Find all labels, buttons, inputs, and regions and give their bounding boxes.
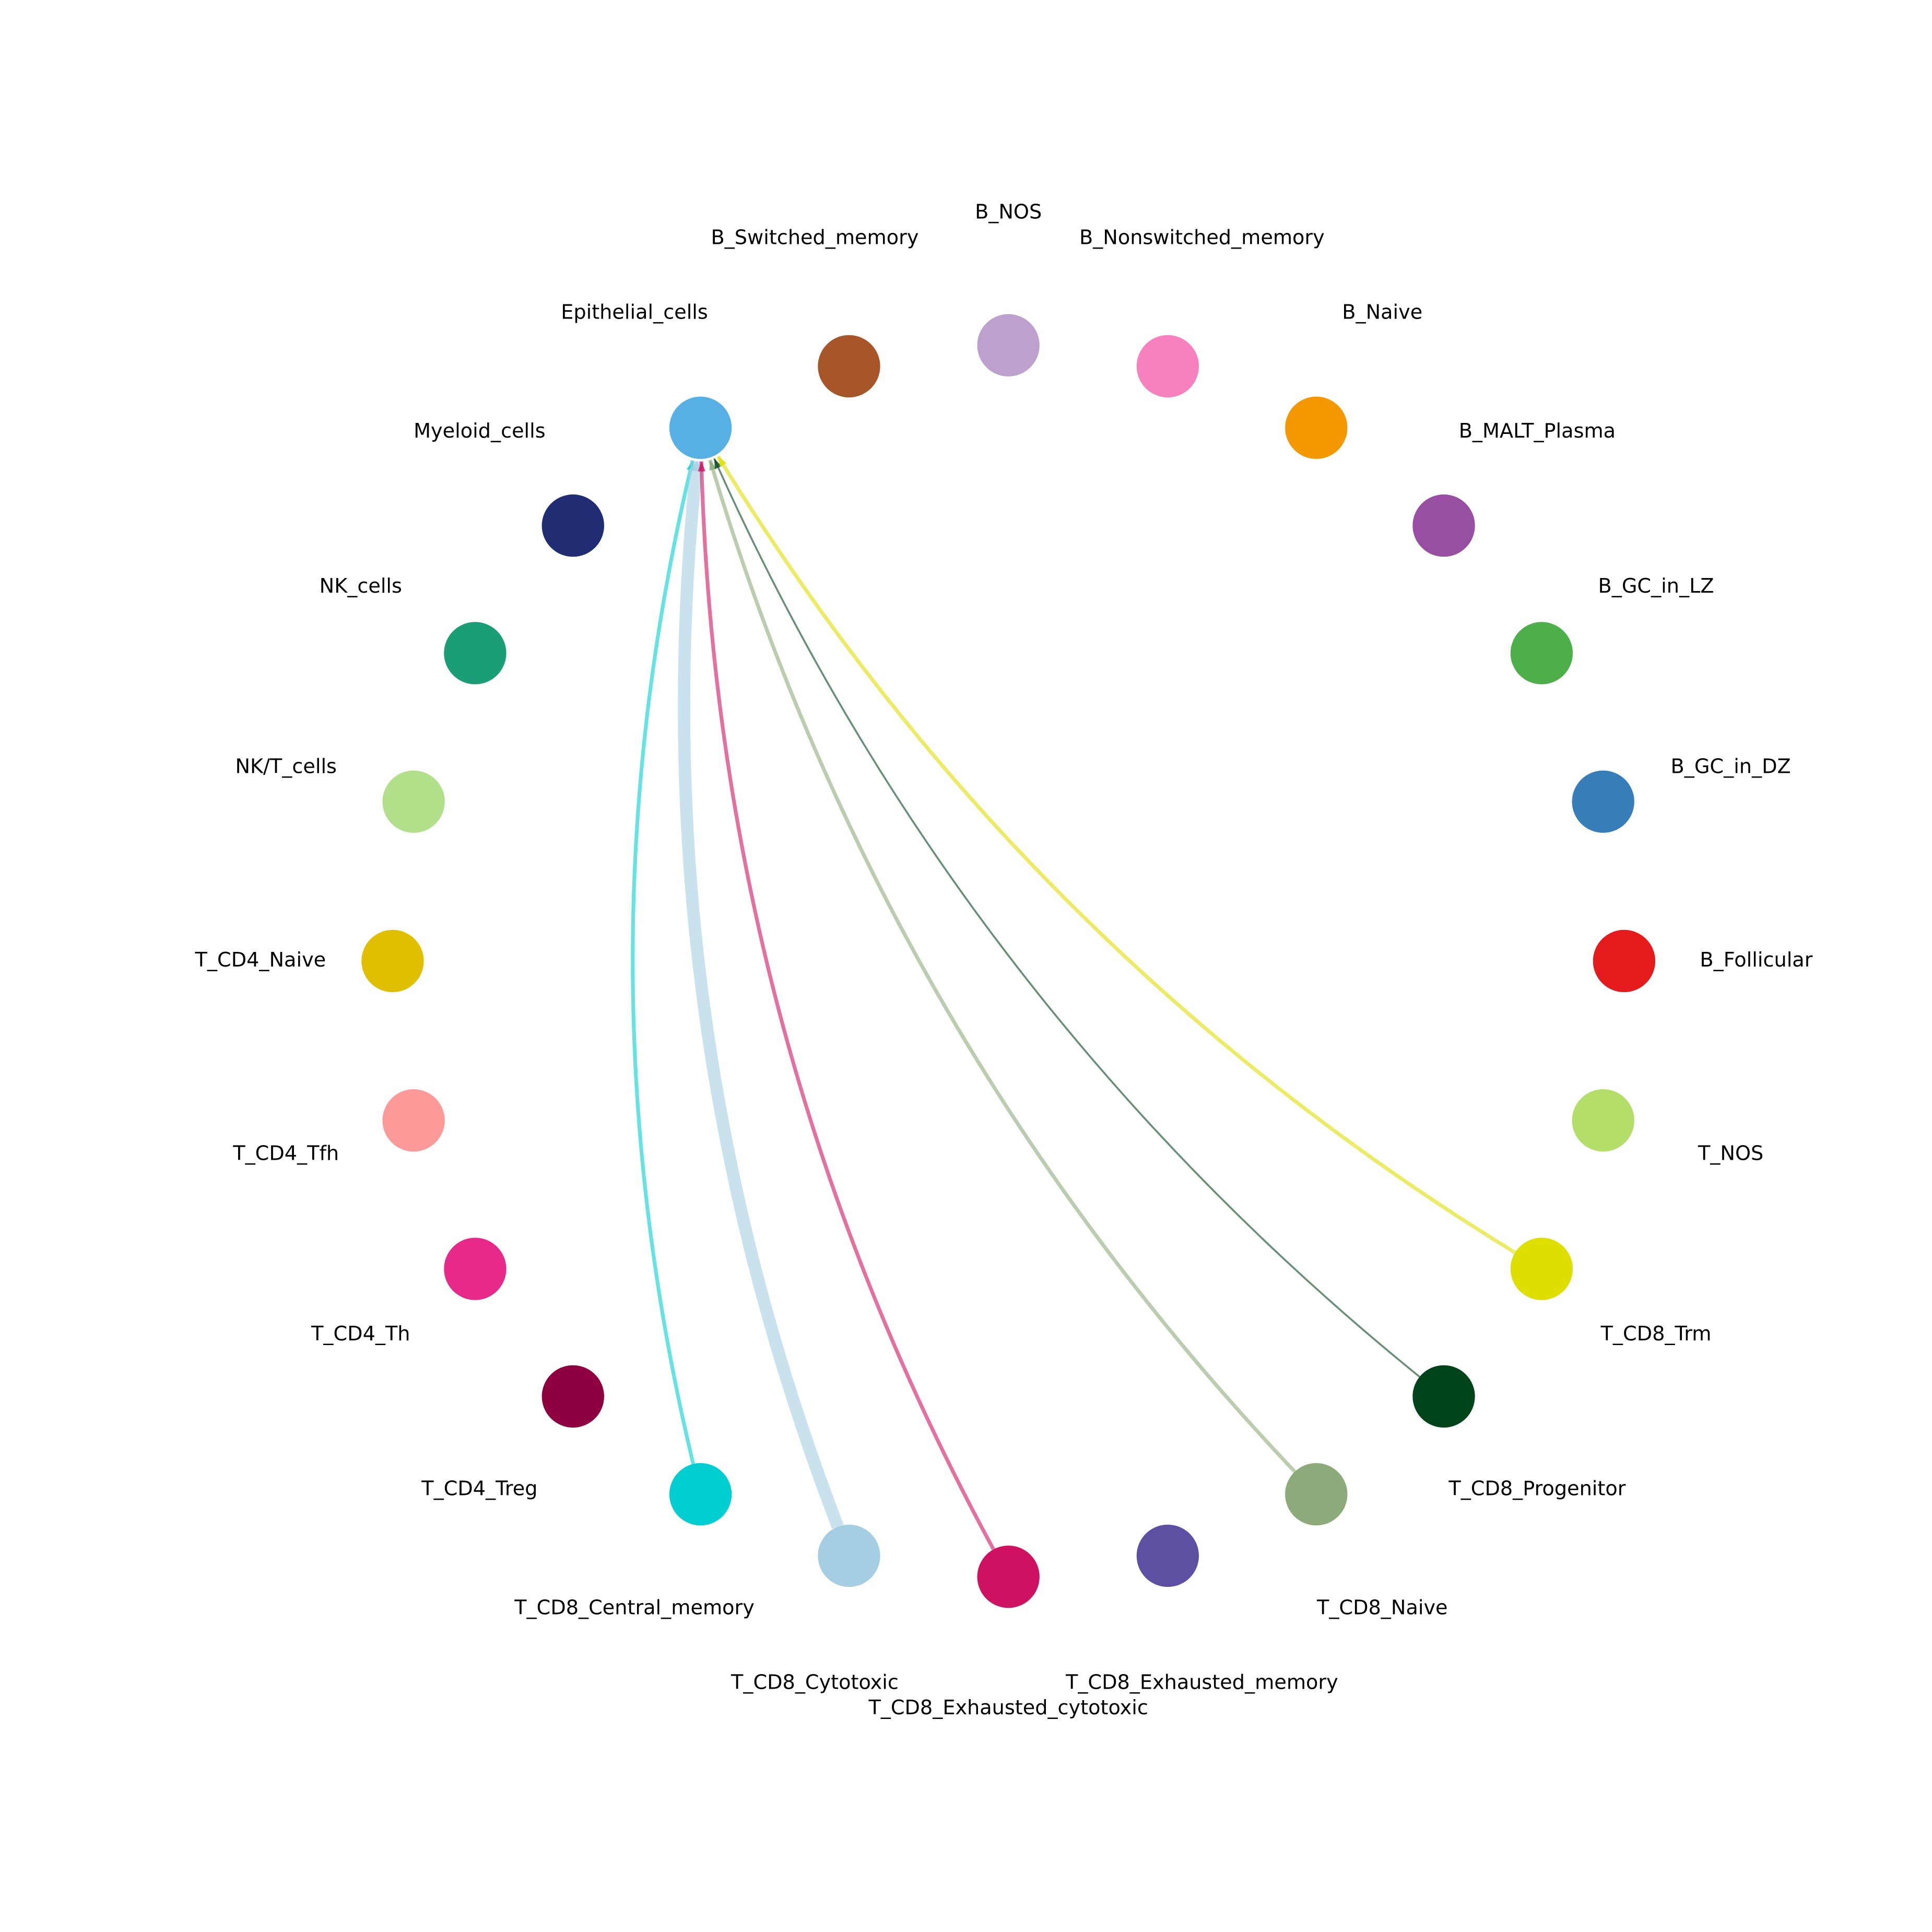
arrowhead-t-cd8-progenitor (714, 458, 722, 469)
node-label: NK_cells (320, 575, 402, 598)
node-label: T_CD4_Naive (195, 949, 326, 972)
node-label: T_CD8_Exhausted_cytotoxic (868, 1697, 1148, 1719)
node-b-follicular[interactable] (1593, 929, 1656, 993)
node-label: B_Naive (1342, 301, 1422, 324)
labels-layer: B_Follicular B_GC_in_DZ B_GC_in_LZ B_MALT_P… (195, 201, 1813, 1720)
node-myeloid-cells[interactable] (541, 494, 605, 557)
node-label: T_NOS (1698, 1142, 1763, 1165)
node-t-cd8-progenitor[interactable] (1412, 1365, 1475, 1428)
node-t-cd8-exhausted-memory[interactable] (1136, 1524, 1199, 1587)
node-t-cd4-naive[interactable] (361, 929, 424, 993)
arrowhead-t-cd8-naive (709, 460, 717, 471)
arrowhead-t-cd8-trm (718, 456, 727, 467)
node-b-gc-in-dz[interactable] (1572, 770, 1634, 833)
node-label: B_GC_in_DZ (1671, 755, 1791, 778)
node-label: B_GC_in_LZ (1598, 575, 1714, 598)
node-b-naive[interactable] (1285, 396, 1348, 459)
node-label: T_CD4_Tfh (232, 1142, 339, 1165)
node-label: Epithelial_cells (561, 301, 708, 324)
node-t-cd4-th[interactable] (444, 1238, 506, 1300)
node-b-malt-plasma[interactable] (1412, 494, 1475, 557)
node-label: T_CD8_Exhausted_memory (1065, 1671, 1338, 1694)
node-t-nos[interactable] (1572, 1089, 1634, 1152)
node-label: B_NOS (975, 201, 1042, 224)
node-label: NK/T_cells (235, 755, 336, 778)
edge-t-cd8-exhausted-cytotoxic-to-epithelial-cells (699, 461, 995, 1550)
edge-t-cd8-central-memory-to-epithelial-cells (631, 460, 696, 1465)
node-t-cd8-exhausted-cytotoxic[interactable] (977, 1546, 1040, 1608)
node-b-nos[interactable] (977, 314, 1040, 376)
node-label: B_Nonswitched_memory (1079, 226, 1325, 249)
node-label: B_Switched_memory (711, 226, 918, 249)
node-t-cd8-naive[interactable] (1285, 1463, 1348, 1526)
node-b-nonswitched-memory[interactable] (1136, 335, 1199, 398)
edge-t-cd8-naive-to-epithelial-cells (708, 459, 1297, 1473)
node-label: Myeloid_cells (414, 420, 546, 443)
arrowhead-t-cd8-exhausted-cytotoxic (698, 461, 705, 472)
edge-t-cd8-trm-to-epithelial-cells (716, 455, 1516, 1254)
node-label: B_MALT_Plasma (1459, 420, 1616, 443)
node-b-switched-memory[interactable] (818, 335, 880, 398)
nodes-layer (361, 314, 1656, 1608)
node-b-gc-in-lz[interactable] (1510, 622, 1573, 685)
edges-layer (631, 455, 1516, 1550)
node-label: T_CD8_Progenitor (1448, 1478, 1625, 1501)
node-nk-t-cells[interactable] (382, 770, 445, 833)
node-label: T_CD4_Th (311, 1323, 410, 1346)
edge-t-cd8-cytotoxic-to-epithelial-cells (678, 461, 844, 1529)
node-t-cd4-tfh[interactable] (382, 1089, 445, 1152)
node-label: B_Follicular (1700, 949, 1812, 972)
node-t-cd8-central-memory[interactable] (669, 1463, 732, 1526)
node-label: T_CD4_Treg (421, 1478, 537, 1501)
node-label: T_CD8_Trm (1600, 1323, 1712, 1346)
node-epithelial-cells[interactable] (669, 396, 732, 459)
node-label: T_CD8_Central_memory (514, 1596, 755, 1619)
edge-t-cd8-progenitor-to-epithelial-cells (713, 458, 1420, 1378)
node-label: T_CD8_Naive (1316, 1596, 1448, 1619)
node-nk-cells[interactable] (444, 622, 506, 685)
node-t-cd8-cytotoxic[interactable] (818, 1524, 880, 1587)
node-label: T_CD8_Cytotoxic (731, 1671, 899, 1694)
node-t-cd8-trm[interactable] (1510, 1238, 1573, 1300)
node-t-cd4-treg[interactable] (541, 1365, 605, 1428)
